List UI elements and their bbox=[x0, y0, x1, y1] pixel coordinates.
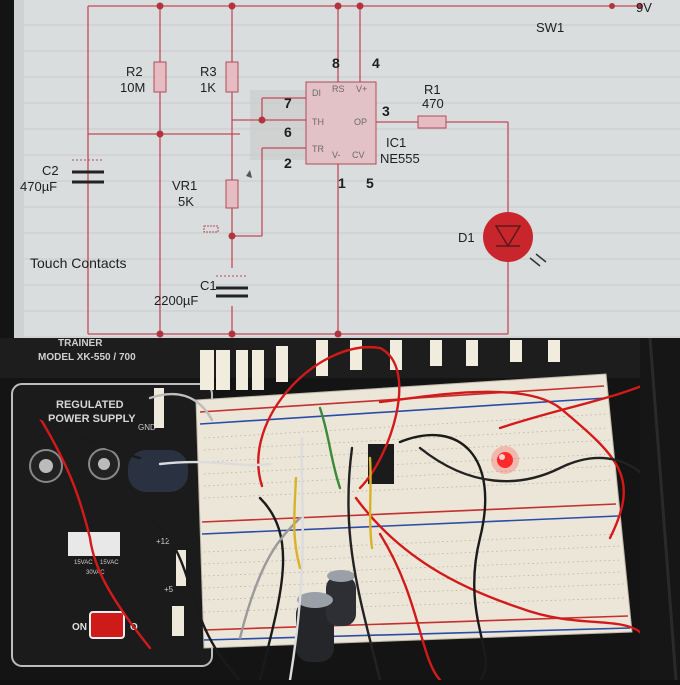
r1-value: 470 bbox=[422, 96, 444, 111]
vac-label-b: 15VAC bbox=[100, 560, 119, 566]
lit-led-d1 bbox=[491, 446, 519, 474]
capacitor-c1 bbox=[216, 275, 248, 298]
plus5-label: +5 bbox=[164, 585, 174, 594]
breadboard bbox=[195, 373, 633, 649]
vac-label-c: 30VAC bbox=[86, 570, 105, 576]
c2-name: C2 bbox=[42, 163, 59, 178]
schematic-diagram: 9V SW1 R2 10M R3 1K R1 470 C2 470µF VR1 … bbox=[14, 0, 680, 338]
ic-pin-cv: CV bbox=[352, 150, 365, 160]
power-switch[interactable] bbox=[89, 611, 125, 639]
pin-6-label: 6 bbox=[284, 124, 292, 140]
on-label: ON bbox=[72, 622, 87, 633]
ic-chip-on-board bbox=[368, 444, 394, 484]
led-name: D1 bbox=[458, 230, 475, 245]
supply-label: 9V bbox=[636, 0, 652, 15]
ic-pin-rs: RS bbox=[332, 84, 345, 94]
capacitor-c2 bbox=[72, 159, 104, 184]
resistor-r1 bbox=[417, 115, 447, 129]
touch-contact-pad bbox=[203, 225, 219, 233]
resistor-r2 bbox=[153, 61, 167, 93]
vr1-value: 5K bbox=[178, 194, 194, 209]
trainer-brand: TRAINER bbox=[58, 338, 103, 349]
ic-pin-dis: DI bbox=[312, 88, 321, 98]
vr1-name: VR1 bbox=[172, 178, 197, 193]
psu-title-2: POWER SUPPLY bbox=[48, 413, 136, 425]
ic-pin-tr: TR bbox=[312, 144, 324, 154]
ic-pin-vcc: V+ bbox=[356, 84, 367, 94]
pin-8-label: 8 bbox=[332, 55, 340, 71]
trainer-model: MODEL XK-550 / 700 bbox=[38, 352, 136, 363]
ic-pin-gnd: V- bbox=[332, 150, 341, 160]
paper-sheet bbox=[14, 0, 680, 338]
pin-3-label: 3 bbox=[382, 103, 390, 119]
vac-label-a: 15VAC bbox=[74, 560, 93, 566]
led-d1 bbox=[483, 212, 547, 267]
r1-name: R1 bbox=[424, 82, 441, 97]
potentiometer-vr1 bbox=[225, 179, 239, 209]
c2-value: 470µF bbox=[20, 179, 57, 194]
electrolytic-capacitor-c1 bbox=[296, 570, 356, 662]
ic-ne555-body bbox=[305, 81, 377, 165]
r2-name: R2 bbox=[126, 64, 143, 79]
c1-value: 2200µF bbox=[154, 293, 198, 308]
touch-contacts-label: Touch Contacts bbox=[30, 255, 127, 271]
knob-right[interactable] bbox=[88, 448, 120, 480]
c1-name: C1 bbox=[200, 278, 217, 293]
ic-part: NE555 bbox=[380, 151, 420, 166]
plus12-label: +12 bbox=[156, 537, 170, 546]
r3-name: R3 bbox=[200, 64, 217, 79]
pin-2-label: 2 bbox=[284, 155, 292, 171]
ic-pin-th: TH bbox=[312, 117, 324, 127]
electrolytic-capacitor-top bbox=[128, 450, 188, 492]
ic-name: IC1 bbox=[386, 135, 406, 150]
trainer-illustration: TRAINER MODEL XK-550 / 700 REGULATED POW… bbox=[0, 337, 680, 682]
knob-left[interactable] bbox=[29, 449, 63, 483]
ic-pin-op: OP bbox=[354, 117, 367, 127]
psu-title-1: REGULATED bbox=[56, 399, 124, 411]
pin-7-label: 7 bbox=[284, 95, 292, 111]
switch-label: SW1 bbox=[536, 20, 564, 35]
pin-5-label: 5 bbox=[366, 175, 374, 191]
schematic-panel: 9V SW1 R2 10M R3 1K R1 470 C2 470µF VR1 … bbox=[0, 0, 680, 338]
r3-value: 1K bbox=[200, 80, 216, 95]
pin-4-label: 4 bbox=[372, 55, 380, 71]
junctions bbox=[156, 2, 643, 338]
gnd-label: GND bbox=[138, 423, 156, 432]
pin-1-label: 1 bbox=[338, 175, 346, 191]
trainer-photo: TRAINER MODEL XK-550 / 700 REGULATED POW… bbox=[0, 337, 680, 682]
r2-value: 10M bbox=[120, 80, 145, 95]
resistor-r3 bbox=[225, 61, 239, 93]
